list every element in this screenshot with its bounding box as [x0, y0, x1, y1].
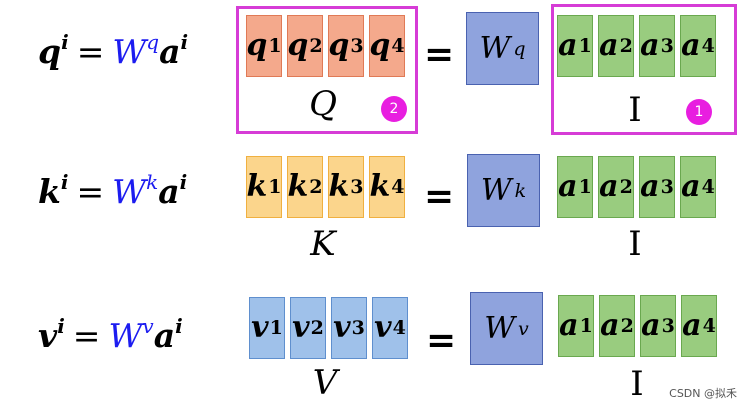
equation-k: ki=Wkai [38, 170, 238, 211]
eq-input: ai [158, 170, 188, 211]
eq-weight: Wq [112, 30, 160, 71]
input-label-k: I [628, 224, 642, 264]
eq-equals: = [72, 316, 101, 355]
matrix-label-q: Q [309, 84, 337, 124]
watermark: CSDN @拟禾 [669, 387, 737, 400]
equals-sign-k: = [424, 176, 455, 217]
matrix-label-v: V [312, 363, 338, 403]
input-label-q: I [628, 90, 642, 130]
eq-lhs: vi [38, 314, 65, 355]
eq-lhs: qi [38, 30, 69, 71]
eq-weight: Wk [112, 170, 159, 211]
eq-input: ai [159, 30, 189, 71]
equation-q: qi=Wqai [38, 30, 238, 71]
eq-equals: = [76, 172, 105, 211]
eq-lhs: ki [38, 170, 69, 211]
highlight-box-input [551, 4, 737, 135]
eq-weight: Wv [108, 314, 154, 355]
input-label-v: I [630, 364, 644, 404]
badge-1: 1 [686, 99, 712, 125]
badge-2: 2 [381, 96, 407, 122]
eq-equals: = [76, 32, 105, 71]
equation-v: vi=Wvai [38, 314, 238, 355]
eq-input: ai [153, 314, 183, 355]
equals-sign-v: = [426, 320, 457, 361]
equals-sign-q: = [424, 34, 455, 75]
matrix-label-k: K [310, 224, 336, 264]
highlight-box-output [236, 6, 418, 134]
